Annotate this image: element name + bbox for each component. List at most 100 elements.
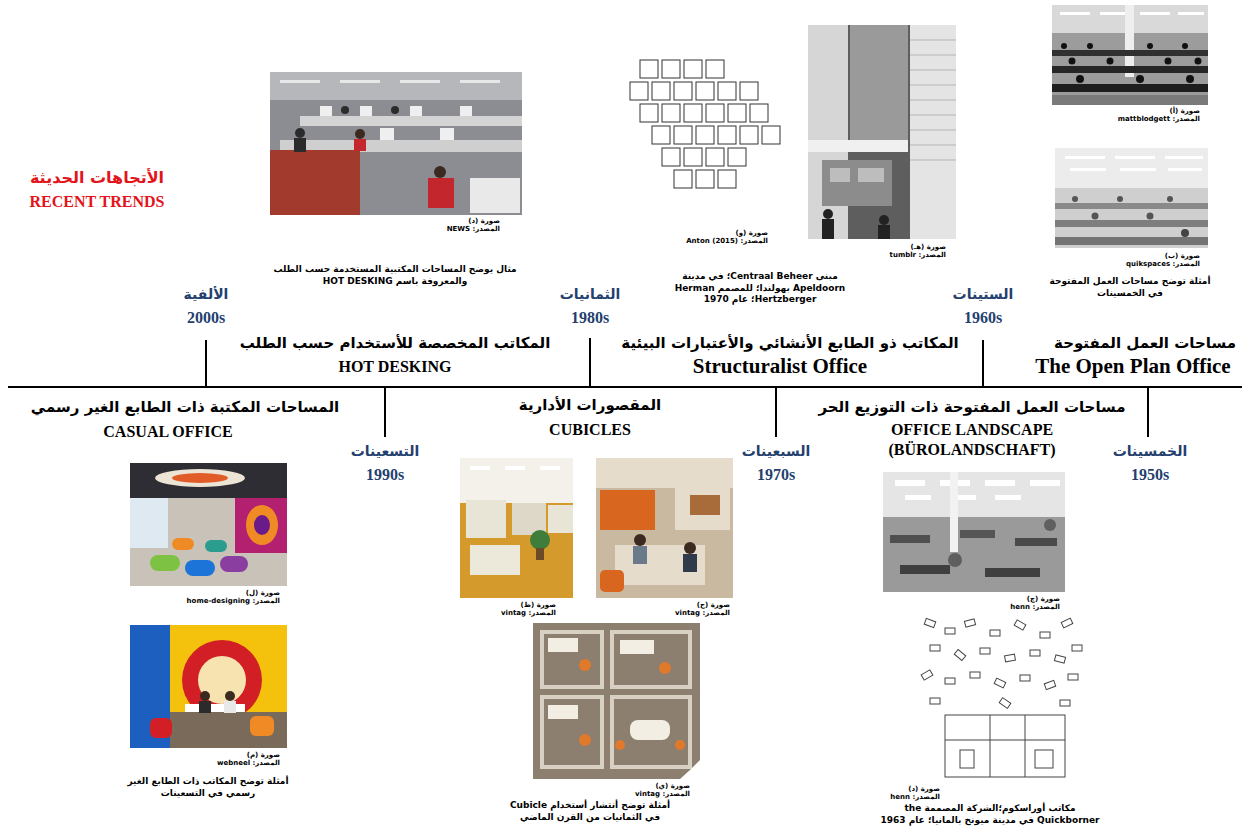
photo-cubicles bbox=[675, 488, 730, 530]
photo-cubicles bbox=[579, 734, 591, 746]
photo-hot-desking bbox=[300, 116, 522, 126]
photo-casual-office bbox=[155, 469, 245, 487]
photo-hot-desking bbox=[380, 128, 394, 140]
photo-casual-office bbox=[198, 656, 246, 704]
photo-open-office bbox=[1055, 148, 1208, 248]
timeline-axis bbox=[1147, 387, 1149, 437]
photo-caption: صورة (م) bbox=[247, 751, 280, 759]
photo-casual-office bbox=[130, 463, 287, 586]
photo-cubicles bbox=[684, 542, 696, 554]
photo-structuralist-interior bbox=[808, 25, 956, 239]
photo-office-landscape bbox=[1015, 538, 1057, 546]
photo-casual-office bbox=[250, 716, 274, 736]
decade-label: السبعينات bbox=[742, 443, 811, 460]
photo-caption: المصدر: mattblodgett bbox=[1118, 115, 1200, 123]
photo-description: مكاتب أوراسكوم؛الشركة المصممة the Quickb… bbox=[880, 803, 1100, 826]
photo-open-office bbox=[1186, 75, 1194, 83]
decade-label: 1950s bbox=[1131, 466, 1169, 484]
photo-hot-desking bbox=[360, 106, 372, 116]
era-title: المقصورات الأدارية bbox=[519, 396, 661, 414]
photo-open-office bbox=[1065, 156, 1105, 159]
photo-cubicles bbox=[600, 570, 624, 592]
photo-caption: صورة (أ) bbox=[1169, 107, 1200, 115]
era-title: المساحات المكتبة ذات الطابع الغير رسمي bbox=[31, 398, 339, 416]
photo-cubicles bbox=[548, 505, 573, 533]
floor-plan-drawing bbox=[674, 170, 692, 188]
photo-casual-office bbox=[170, 712, 287, 748]
photo-office-landscape bbox=[960, 530, 995, 538]
photo-office-landscape bbox=[1030, 480, 1060, 486]
photo-cubicles bbox=[579, 659, 591, 671]
floor-plan-drawing bbox=[728, 148, 746, 166]
photo-structuralist-interior bbox=[910, 40, 956, 160]
decade-label: الستينات bbox=[953, 286, 1014, 303]
photo-casual-office bbox=[185, 560, 215, 576]
photo-cubicles bbox=[460, 458, 573, 503]
photo-open-office bbox=[1140, 12, 1170, 15]
era-title: OFFICE LANDSCAPE bbox=[891, 421, 1053, 439]
floor-plan-drawing bbox=[945, 740, 1065, 741]
era-title: المكاتب ذو الطابع الأنشائي والأعتبارات ا… bbox=[621, 334, 958, 352]
photo-cubicles bbox=[533, 623, 700, 779]
photo-structuralist-interior bbox=[910, 145, 956, 146]
photo-hot-desking bbox=[434, 166, 446, 178]
photo-cubicles bbox=[680, 760, 700, 779]
floor-plan-drawing bbox=[930, 645, 940, 651]
photo-casual-office bbox=[182, 640, 262, 720]
floor-plan-drawing bbox=[994, 678, 1006, 688]
photo-cubicles bbox=[659, 662, 671, 674]
photo-caption: المصدر: tumblr bbox=[890, 251, 946, 259]
photo-structuralist-interior bbox=[910, 160, 956, 161]
photo-description: مبنى Centraal Beheer؛ في مدينة Apeldoorn… bbox=[665, 271, 855, 306]
photo-caption: صورة (هـ) bbox=[911, 243, 946, 251]
photo-cubicles bbox=[630, 720, 670, 740]
photo-open-office bbox=[1069, 58, 1076, 65]
floor-plan-drawing bbox=[960, 750, 974, 768]
photo-hot-desking bbox=[410, 106, 422, 116]
photo-casual-office bbox=[220, 556, 248, 572]
photo-hot-desking bbox=[295, 128, 305, 138]
photo-structuralist-interior bbox=[858, 168, 884, 182]
photo-hot-desking bbox=[391, 106, 399, 114]
photo-open-office bbox=[1055, 220, 1208, 227]
photo-open-office bbox=[1076, 75, 1084, 83]
trend-heading: الأتجاهات الحديثة bbox=[30, 168, 164, 187]
floor-plan-drawing bbox=[1060, 700, 1070, 706]
photo-cubicles bbox=[683, 554, 697, 572]
photo-office-landscape bbox=[1044, 519, 1056, 531]
photo-open-office bbox=[1181, 229, 1189, 237]
photo-structuralist-interior bbox=[808, 25, 956, 239]
photo-cubicles bbox=[612, 697, 690, 767]
photo-cubicles bbox=[470, 466, 490, 470]
photo-structuralist-interior bbox=[910, 40, 956, 41]
photo-open-office bbox=[1165, 58, 1172, 65]
photo-open-office bbox=[1117, 196, 1123, 202]
photo-casual-office bbox=[224, 701, 236, 713]
era-title: مساحات العمل المفتوحة bbox=[1054, 334, 1236, 352]
photo-caption: المصدر: vintag bbox=[635, 790, 690, 798]
photo-caption: صورة (د) bbox=[468, 217, 500, 225]
photo-open-office bbox=[1167, 196, 1173, 202]
photo-structuralist-interior bbox=[910, 115, 956, 116]
floor-plan-drawing bbox=[718, 170, 736, 188]
photo-open-office bbox=[1052, 66, 1208, 73]
photo-open-office bbox=[1052, 5, 1208, 105]
photo-hot-desking bbox=[294, 138, 306, 152]
photo-office-landscape bbox=[883, 472, 1065, 517]
floor-plan-drawing bbox=[964, 619, 975, 627]
photo-caption: صورة (ط) bbox=[521, 601, 556, 609]
photo-caption: المصدر: webneel bbox=[217, 759, 280, 767]
floor-plan-drawing bbox=[762, 126, 780, 144]
decade-label: 2000s bbox=[187, 309, 225, 327]
photo-hot-desking bbox=[270, 72, 522, 215]
floor-plan-drawing bbox=[625, 55, 785, 200]
photo-cubicles bbox=[460, 458, 573, 598]
photo-open-office bbox=[1052, 95, 1208, 105]
photo-open-office bbox=[1107, 58, 1114, 65]
photo-cubicles bbox=[620, 640, 654, 654]
photo-cubicles bbox=[548, 638, 578, 652]
floor-plan-drawing bbox=[630, 82, 648, 100]
photo-office-landscape bbox=[985, 568, 1040, 577]
photo-hot-desking bbox=[428, 178, 454, 208]
photo-cubicles bbox=[600, 490, 655, 530]
